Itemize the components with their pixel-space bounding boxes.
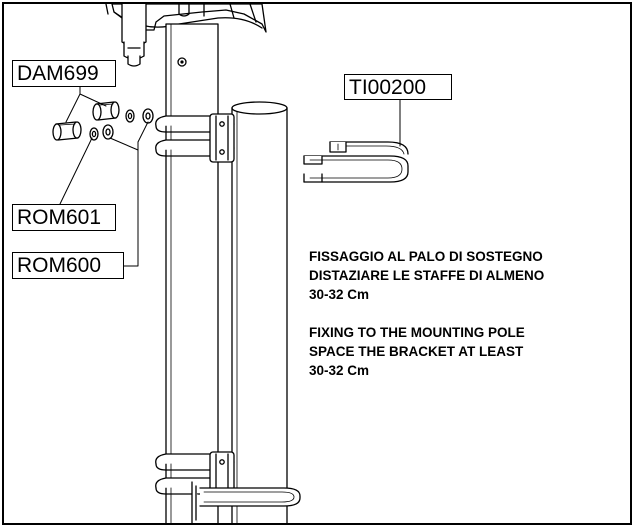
- leader-lines: [59, 85, 401, 267]
- mounting-instructions: FISSAGGIO AL PALO DI SOSTEGNO DISTAZIARE…: [309, 247, 609, 380]
- label-rom600: ROM600: [12, 252, 124, 279]
- u-bolt-ti00200: [303, 141, 409, 183]
- instructions-english: FIXING TO THE MOUNTING POLE SPACE THE BR…: [309, 323, 609, 380]
- exploded-fasteners: [52, 101, 154, 141]
- instruction-it-line-3: 30-32 Cm: [309, 287, 370, 302]
- label-dam699: DAM699: [12, 60, 116, 87]
- upper-bracket: [155, 113, 235, 163]
- label-rom601: ROM601: [12, 204, 116, 231]
- diagram-frame: DAM699 ROM601 ROM600 TI00200 FISSAGGIO A…: [2, 2, 632, 525]
- instructions-italian: FISSAGGIO AL PALO DI SOSTEGNO DISTAZIARE…: [309, 247, 609, 304]
- label-ti00200: TI00200: [344, 74, 452, 100]
- instruction-it-line-2: DISTAZIARE LE STAFFE DI ALMENO: [309, 268, 545, 283]
- instruction-en-line-2: SPACE THE BRACKET AT LEAST: [309, 344, 524, 359]
- mounting-pole: [231, 101, 288, 523]
- device-base: [105, 4, 267, 67]
- instruction-en-line-3: 30-32 Cm: [309, 363, 370, 378]
- device-mast: [165, 23, 219, 523]
- instruction-en-line-1: FIXING TO THE MOUNTING POLE: [309, 325, 525, 340]
- installed-u-bolt: [199, 487, 301, 507]
- assembly-drawing: [52, 4, 409, 523]
- instruction-it-line-1: FISSAGGIO AL PALO DI SOSTEGNO: [309, 249, 543, 264]
